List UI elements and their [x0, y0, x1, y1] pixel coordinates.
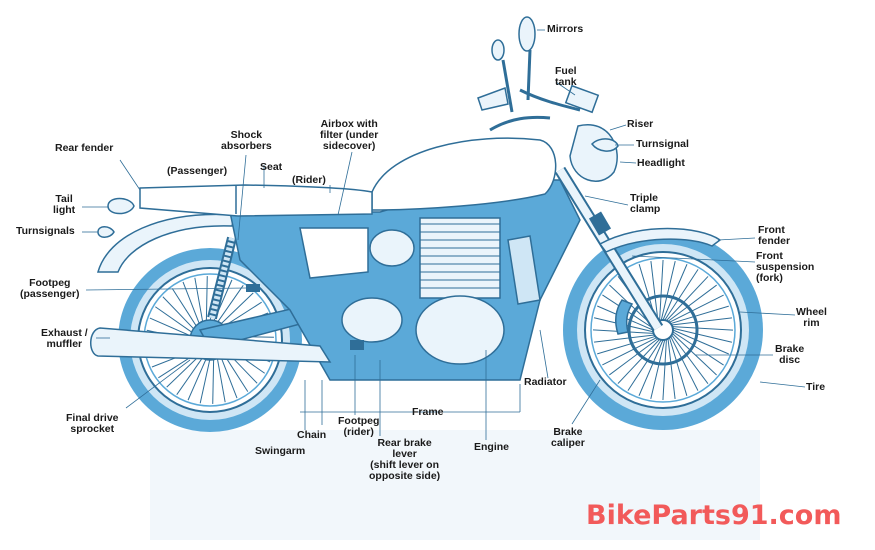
rear-shock [207, 236, 237, 320]
label-tire: Tire [806, 381, 826, 393]
brand-watermark: BikeParts91.com [586, 500, 842, 531]
exhaust-shape [90, 327, 332, 363]
spoke [664, 269, 699, 321]
label-final-drive-sprocket: Final drive sprocket [66, 412, 119, 435]
label-radiator: Radiator [524, 376, 567, 388]
label-headlight: Headlight [637, 157, 685, 169]
sidecover-shape [299, 227, 369, 279]
spoke [609, 338, 659, 376]
label-brake-caliper: Brake caliper [551, 426, 585, 449]
spoke [669, 294, 724, 323]
label-footpeg-passenger: Footpeg (passenger) [20, 277, 80, 300]
spoke [672, 329, 729, 355]
front-wheel [563, 230, 763, 430]
mirror-left [491, 39, 505, 61]
label-fuel-tank: Fuel tank [555, 65, 577, 88]
label-rear-brake-lever: Rear brake lever (shift lever on opposit… [369, 437, 441, 482]
label-front-suspension: Front suspension (fork) [756, 250, 815, 284]
front-brake-disc [627, 294, 699, 366]
label-brake-disc: Brake disc [775, 343, 805, 366]
spoke [593, 334, 655, 343]
handlebar [489, 49, 581, 132]
label-chain: Chain [297, 429, 327, 441]
label-exhaust-muffler: Exhaust / muffler [41, 327, 88, 350]
front-spokes [592, 259, 734, 401]
rear-turnsignal-shape [97, 226, 115, 238]
label-shock-absorbers: Shock absorbers [221, 129, 272, 152]
spoke [660, 260, 676, 321]
spoke [672, 326, 734, 331]
label-rear-fender: Rear fender [55, 142, 114, 154]
callout-lines [82, 29, 806, 440]
label-riser: Riser [627, 118, 654, 130]
front-brake-caliper [615, 299, 634, 335]
label-rider: (Rider) [292, 174, 326, 186]
seat-shape [139, 184, 373, 217]
spoke [667, 338, 676, 400]
label-wheel-rim: Wheel rim [796, 306, 827, 329]
spoke [650, 260, 659, 322]
spoke [668, 337, 688, 396]
footpeg-passenger-shape [246, 284, 260, 292]
spoke [671, 334, 709, 384]
label-engine: Engine [474, 441, 510, 453]
spoke [670, 336, 699, 391]
headlight-shape [569, 124, 618, 182]
label-turnsignals-rear: Turnsignals [16, 225, 75, 237]
spoke [667, 284, 717, 322]
front-turnsignal-shape [591, 138, 619, 152]
spoke [627, 339, 662, 391]
spoke [650, 339, 666, 400]
label-seat: Seat [260, 161, 283, 173]
label-tail-light: Tail light [53, 193, 76, 216]
spoke [662, 339, 667, 401]
label-turnsignal-front: Turnsignal [636, 138, 689, 150]
label-front-fender: Front fender [758, 224, 791, 247]
label-mirrors: Mirrors [547, 23, 584, 35]
ground-shadow [150, 430, 760, 540]
label-passenger: (Passenger) [167, 165, 228, 177]
label-swingarm: Swingarm [255, 445, 306, 457]
label-frame: Frame [412, 406, 444, 418]
spoke [666, 276, 709, 321]
spoke [659, 259, 664, 321]
engine-block [341, 217, 505, 365]
spoke [671, 317, 733, 326]
spoke [617, 339, 660, 384]
spoke [662, 264, 688, 321]
spoke [597, 335, 656, 355]
spoke [670, 305, 729, 325]
tail-light-shape [107, 197, 135, 215]
mirror-right [518, 16, 536, 52]
spoke [672, 333, 717, 376]
label-footpeg-rider: Footpeg (rider) [338, 415, 380, 438]
fuel-tank-shape [371, 137, 557, 211]
spoke [602, 337, 657, 366]
spoke [672, 327, 733, 343]
footpeg-rider-shape [350, 340, 364, 350]
label-triple-clamp: Triple clamp [630, 192, 661, 215]
spoke [672, 331, 724, 366]
label-airbox: Airbox with filter (under sidecover) [320, 118, 379, 152]
spoke [638, 339, 664, 396]
front-fender-shape [598, 227, 722, 253]
radiator-shape [507, 235, 541, 305]
